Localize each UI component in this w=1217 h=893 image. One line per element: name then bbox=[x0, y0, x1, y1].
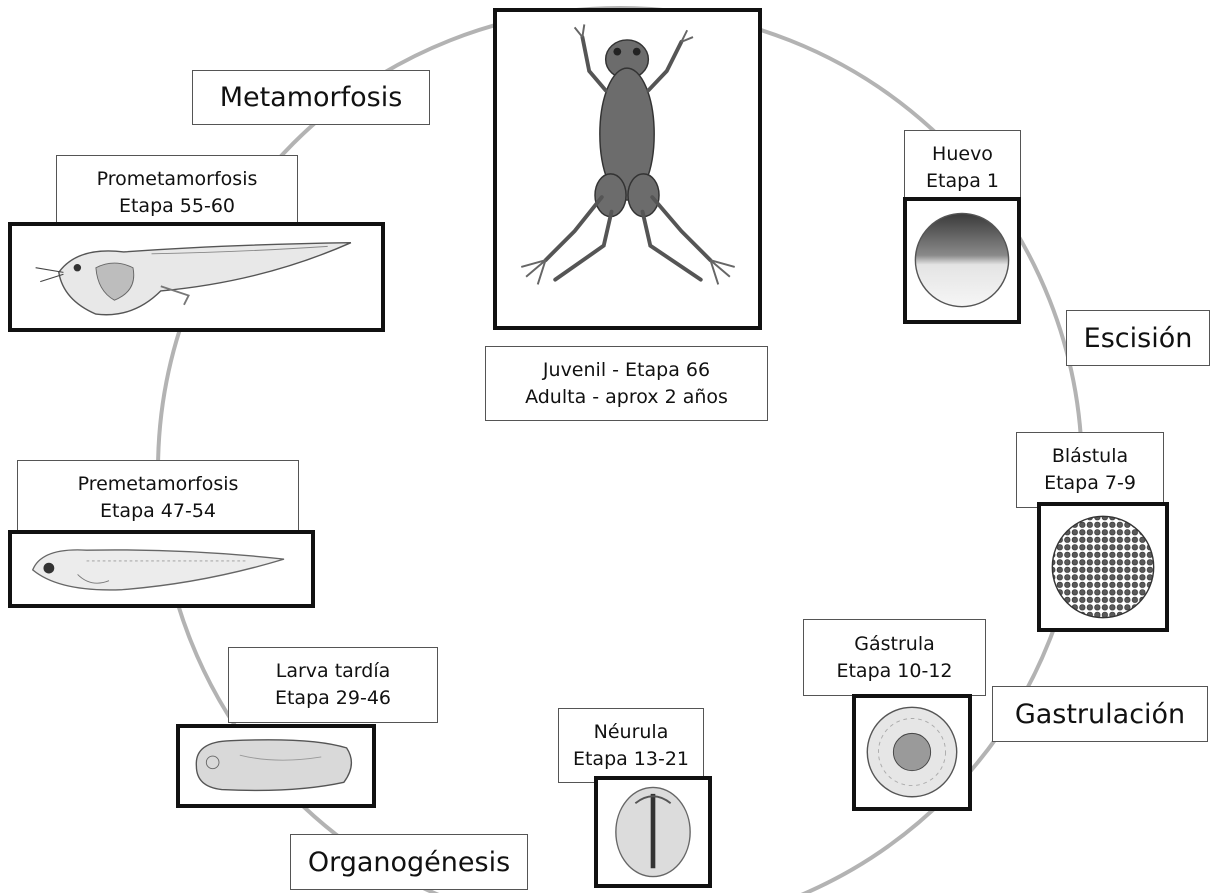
gastrula-image bbox=[852, 694, 972, 811]
process-cleavage: Escisión bbox=[1066, 310, 1210, 366]
blastula-image bbox=[1037, 502, 1169, 632]
blastula-name: Blástula bbox=[1052, 443, 1128, 470]
blastula-label: Blástula Etapa 7-9 bbox=[1016, 432, 1164, 508]
egg-name: Huevo bbox=[932, 141, 993, 168]
neurula-label: Néurula Etapa 13-21 bbox=[558, 708, 704, 783]
premetamorphosis-label: Premetamorfosis Etapa 47-54 bbox=[17, 460, 299, 535]
prometamorphosis-label: Prometamorfosis Etapa 55-60 bbox=[56, 155, 298, 230]
egg-image bbox=[903, 197, 1021, 324]
premetamorphosis-name: Premetamorfosis bbox=[78, 471, 239, 498]
process-organogenesis: Organogénesis bbox=[290, 834, 528, 890]
juvenile-adult-label: Juvenil - Etapa 66 Adulta - aprox 2 años bbox=[485, 346, 768, 421]
prometamorphosis-stage: Etapa 55-60 bbox=[119, 193, 235, 220]
neurula-image bbox=[594, 776, 712, 888]
juvenile-text: Juvenil - Etapa 66 bbox=[543, 357, 710, 384]
egg-stage: Etapa 1 bbox=[926, 168, 999, 195]
gastrula-label: Gástrula Etapa 10-12 bbox=[803, 619, 986, 696]
late-larva-image bbox=[176, 724, 376, 808]
process-gastrulation: Gastrulación bbox=[992, 686, 1208, 742]
neurula-stage: Etapa 13-21 bbox=[573, 746, 689, 773]
blastula-stage: Etapa 7-9 bbox=[1044, 470, 1136, 497]
process-metamorphosis: Metamorfosis bbox=[192, 70, 430, 125]
neurula-name: Néurula bbox=[594, 719, 669, 746]
late-larva-stage: Etapa 29-46 bbox=[275, 685, 391, 712]
late-larva-name: Larva tardía bbox=[276, 658, 391, 685]
egg-label: Huevo Etapa 1 bbox=[904, 130, 1021, 205]
gastrula-name: Gástrula bbox=[854, 631, 935, 658]
prometamorphosis-tadpole-image bbox=[8, 222, 385, 332]
premetamorphosis-stage: Etapa 47-54 bbox=[100, 498, 216, 525]
adult-text: Adulta - aprox 2 años bbox=[525, 384, 728, 411]
adult-frog-image bbox=[493, 8, 762, 330]
prometamorphosis-name: Prometamorfosis bbox=[97, 166, 258, 193]
premetamorphosis-tadpole-image bbox=[8, 530, 315, 608]
gastrula-stage: Etapa 10-12 bbox=[836, 658, 952, 685]
late-larva-label: Larva tardía Etapa 29-46 bbox=[228, 647, 438, 723]
